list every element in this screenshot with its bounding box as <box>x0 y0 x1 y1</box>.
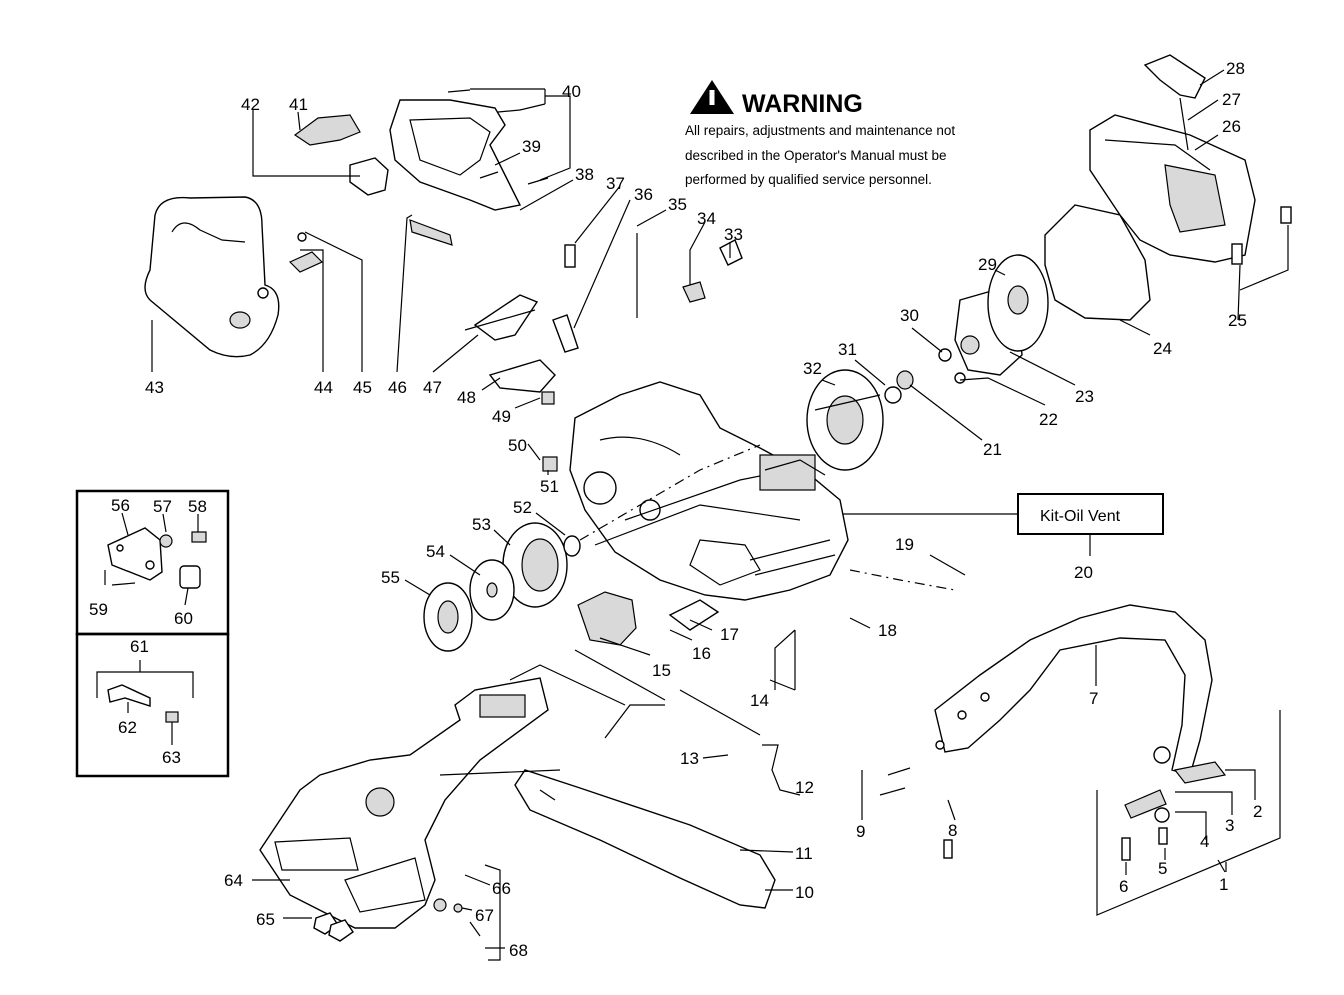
callout-58: 58 <box>188 497 207 516</box>
callout-9: 9 <box>856 822 865 841</box>
callout-40: 40 <box>562 82 581 101</box>
front-handle-assembly <box>879 604 1281 916</box>
callout-23: 23 <box>1075 387 1094 406</box>
callout-32: 32 <box>803 359 822 378</box>
callout-20: 20 <box>1074 563 1093 582</box>
callout-11: 11 <box>795 844 813 863</box>
callout-2: 2 <box>1253 802 1262 821</box>
warning-line-3: performed by qualified service personnel… <box>685 172 932 187</box>
crankcase-assembly <box>464 233 956 601</box>
kit-oil-vent-label: Kit-Oil Vent <box>840 493 1164 556</box>
callout-26: 26 <box>1222 117 1241 136</box>
callout-4: 4 <box>1200 832 1209 851</box>
callout-52: 52 <box>513 498 532 517</box>
callout-46: 46 <box>388 378 407 397</box>
callout-22: 22 <box>1039 410 1058 429</box>
callout-12: 12 <box>795 778 814 797</box>
callout-59: 59 <box>89 600 108 619</box>
warning-title: WARNING <box>742 90 863 118</box>
callout-56: 56 <box>111 496 130 515</box>
callout-57: 57 <box>153 497 172 516</box>
callout-28: 28 <box>1226 59 1245 78</box>
callout-43: 43 <box>145 378 164 397</box>
callout-60: 60 <box>174 609 193 628</box>
callout-63: 63 <box>162 748 181 767</box>
warning-line-2: described in the Operator's Manual must … <box>685 148 946 163</box>
callout-30: 30 <box>900 306 919 325</box>
callout-53: 53 <box>472 515 491 534</box>
callout-36: 36 <box>634 185 653 204</box>
starter-assembly <box>806 54 1292 471</box>
callout-25: 25 <box>1228 311 1247 330</box>
callout-67: 67 <box>475 906 494 925</box>
callout-17: 17 <box>720 625 739 644</box>
callout-35: 35 <box>668 195 687 214</box>
callout-50: 50 <box>508 436 527 455</box>
callout-6: 6 <box>1119 877 1128 896</box>
callout-48: 48 <box>457 388 476 407</box>
callout-39: 39 <box>522 137 541 156</box>
callout-51: 51 <box>540 477 559 496</box>
callout-15: 15 <box>652 661 671 680</box>
clutch-assembly <box>423 522 581 652</box>
rear-handle-assembly <box>144 89 549 358</box>
callout-21: 21 <box>983 440 1002 459</box>
callout-5: 5 <box>1158 859 1167 878</box>
callout-1: 1 <box>1219 875 1228 894</box>
callout-55: 55 <box>381 568 400 587</box>
callout-numbers: 1 2 3 4 5 6 7 8 9 10 11 12 13 14 15 16 1… <box>89 59 1262 960</box>
callout-18: 18 <box>878 621 897 640</box>
callout-66: 66 <box>492 879 511 898</box>
callout-61: 61 <box>130 637 149 656</box>
callout-54: 54 <box>426 542 445 561</box>
callout-8: 8 <box>948 821 957 840</box>
callout-38: 38 <box>575 165 594 184</box>
callout-62: 62 <box>118 718 137 737</box>
callout-44: 44 <box>314 378 333 397</box>
callout-33: 33 <box>724 225 743 244</box>
callout-41: 41 <box>289 95 308 114</box>
callout-29: 29 <box>978 255 997 274</box>
callout-31: 31 <box>838 340 857 359</box>
callout-19: 19 <box>895 535 914 554</box>
leader-lines <box>121 69 1289 949</box>
warning-line-1: All repairs, adjustments and maintenance… <box>685 123 955 138</box>
sprocket-cover-and-bar <box>259 591 776 961</box>
callout-7: 7 <box>1089 689 1098 708</box>
warning-block: WARNING All repairs, adjustments and mai… <box>685 80 955 187</box>
callout-49: 49 <box>492 407 511 426</box>
callout-27: 27 <box>1222 90 1241 109</box>
callout-37: 37 <box>606 174 625 193</box>
inset-box-oil-pump <box>75 489 230 778</box>
callout-64: 64 <box>224 871 243 890</box>
callout-65: 65 <box>256 910 275 929</box>
callout-47: 47 <box>423 378 442 397</box>
callout-42: 42 <box>241 95 260 114</box>
callout-24: 24 <box>1153 339 1172 358</box>
kit-label-text: Kit-Oil Vent <box>1040 508 1121 525</box>
callout-14: 14 <box>750 691 769 710</box>
callout-3: 3 <box>1225 816 1234 835</box>
callout-13: 13 <box>680 749 699 768</box>
callout-16: 16 <box>692 644 711 663</box>
callout-10: 10 <box>795 883 814 902</box>
callout-34: 34 <box>697 209 716 228</box>
callout-45: 45 <box>353 378 372 397</box>
callout-68: 68 <box>509 941 528 960</box>
